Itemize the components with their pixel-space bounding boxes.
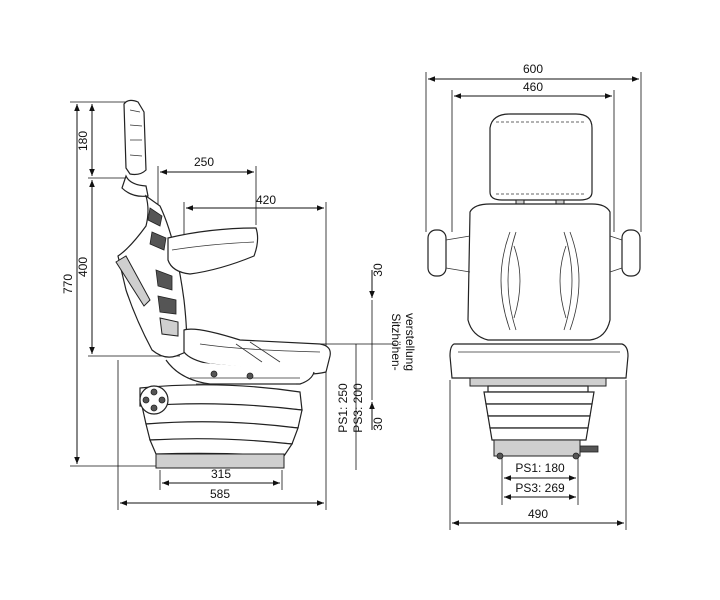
dim-seat-depth: 420 (183, 193, 327, 470)
seat-cushion-side (183, 328, 331, 375)
headrest-front (489, 113, 593, 201)
label-height-adj-bottom: 30 (371, 417, 385, 431)
label-height-adj-top: 30 (371, 263, 385, 277)
backrest-front (467, 203, 611, 341)
label-total-depth: 585 (210, 487, 230, 501)
adjust-knob-icon (139, 385, 169, 415)
label-backrest-width: 460 (523, 80, 543, 94)
armrest-side (167, 227, 259, 275)
dim-base-width-front: 490 (449, 380, 627, 530)
label-height-adjust-1: Sitzhöhen- (389, 313, 403, 370)
front-view: 600 460 490 PS1: 180 PS3: 269 (425, 62, 642, 530)
dim-total-height: 770 (61, 101, 160, 467)
label-ps3-height: PS3: 200 (351, 383, 365, 433)
label-height-adjust-2: verstellung (403, 313, 417, 371)
label-armrest-length: 250 (194, 155, 214, 169)
label-ps1-mount: PS1: 180 (515, 461, 565, 475)
base-plate-front (493, 439, 581, 457)
dim-backrest-width: 460 (451, 80, 615, 232)
label-ps3-mount: PS3: 269 (515, 481, 565, 495)
label-seat-depth: 420 (256, 193, 276, 207)
dim-backrest: 400 (76, 180, 180, 357)
label-base-width: 315 (211, 467, 231, 481)
seat-front-drawing (427, 113, 641, 460)
dim-total-depth: 585 (117, 360, 327, 510)
seat-side-drawing (115, 99, 331, 469)
dim-armrest-length: 250 (157, 155, 257, 225)
dim-armrest-width: 600 (425, 62, 642, 232)
label-headrest: 180 (76, 131, 90, 151)
label-ps1-height: PS1: 250 (336, 383, 350, 433)
side-view: 770 180 400 250 420 (61, 99, 417, 510)
headrest-side (123, 99, 147, 176)
dim-base-width: 315 (159, 467, 283, 490)
label-backrest: 400 (76, 257, 90, 277)
left-armrest-front (427, 229, 447, 277)
dim-mounting: PS1: 180 PS3: 269 (501, 456, 579, 505)
dim-headrest: 180 (76, 104, 125, 179)
label-base-width-front: 490 (528, 507, 548, 521)
label-armrest-width: 600 (523, 62, 543, 76)
dim-height-adjustment: 30 30 PS1: 250 PS3: 200 Sitzhöhen- verst… (320, 263, 417, 470)
base-plate-side (155, 453, 285, 469)
seat-cushion-front (449, 343, 629, 379)
backrest-side (117, 194, 188, 358)
label-total-height: 770 (61, 274, 75, 294)
right-armrest-front (621, 229, 641, 277)
